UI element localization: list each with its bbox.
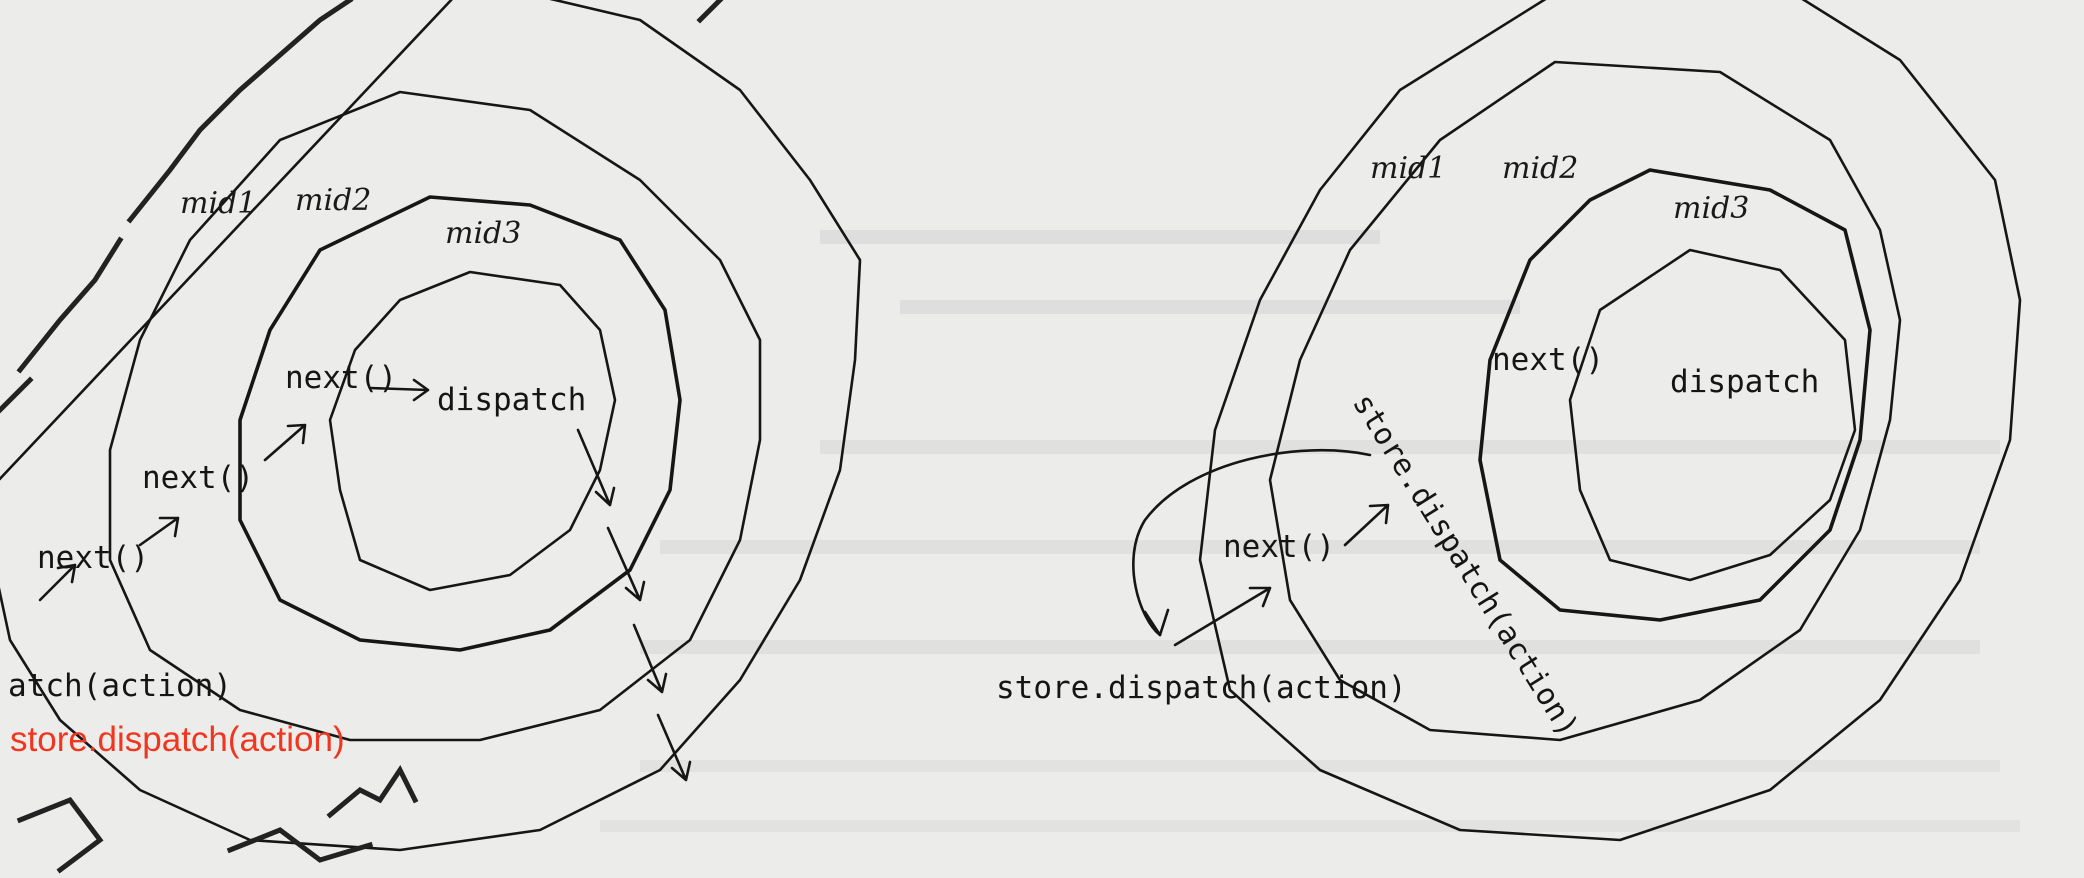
left-ring-outer — [0, 0, 862, 852]
right-outer-next-label: next() — [1223, 529, 1335, 565]
left-next-arrows — [38, 378, 430, 602]
right-mid2-label: mid2 — [1502, 151, 1578, 186]
left-dispatch-label: dispatch — [437, 382, 586, 418]
left-mid3-label: mid3 — [445, 216, 521, 251]
left-ring-mid1 — [108, 90, 762, 742]
left-return-arrows — [576, 428, 692, 782]
right-dispatch-label: dispatch — [1670, 364, 1819, 400]
right-loop-arrow — [1132, 448, 1372, 637]
left-next-label-inner: next() — [285, 360, 397, 396]
right-next-arrows — [1173, 503, 1390, 647]
left-mid2-label: mid2 — [295, 183, 371, 218]
left-mid1-label: mid1 — [180, 186, 256, 221]
left-red-annotation: store.dispatch(action) — [10, 720, 345, 759]
right-mid3-label: mid3 — [1673, 191, 1749, 226]
right-entry-label: store.dispatch(action) — [996, 670, 1407, 706]
left-next-label-middle: next() — [142, 460, 254, 496]
right-ring-mid2 — [1478, 168, 1872, 622]
right-ring-mid1 — [1268, 60, 1902, 742]
left-onion-diagram: mid1 mid2 mid3 dispatch next() next() ne… — [0, 0, 862, 874]
right-ring-outer — [1198, 0, 2022, 842]
left-ring-mid2 — [238, 195, 682, 652]
left-redacted-scribble — [0, 0, 724, 874]
left-entry-label: atch(action) — [8, 668, 232, 704]
right-mid1-label: mid1 — [1370, 151, 1446, 186]
right-ring-mid3 — [1568, 248, 1857, 582]
right-inner-next-label: next() — [1492, 342, 1604, 378]
left-next-label-outer: next() — [37, 540, 149, 576]
left-ring-mid3 — [328, 270, 617, 592]
